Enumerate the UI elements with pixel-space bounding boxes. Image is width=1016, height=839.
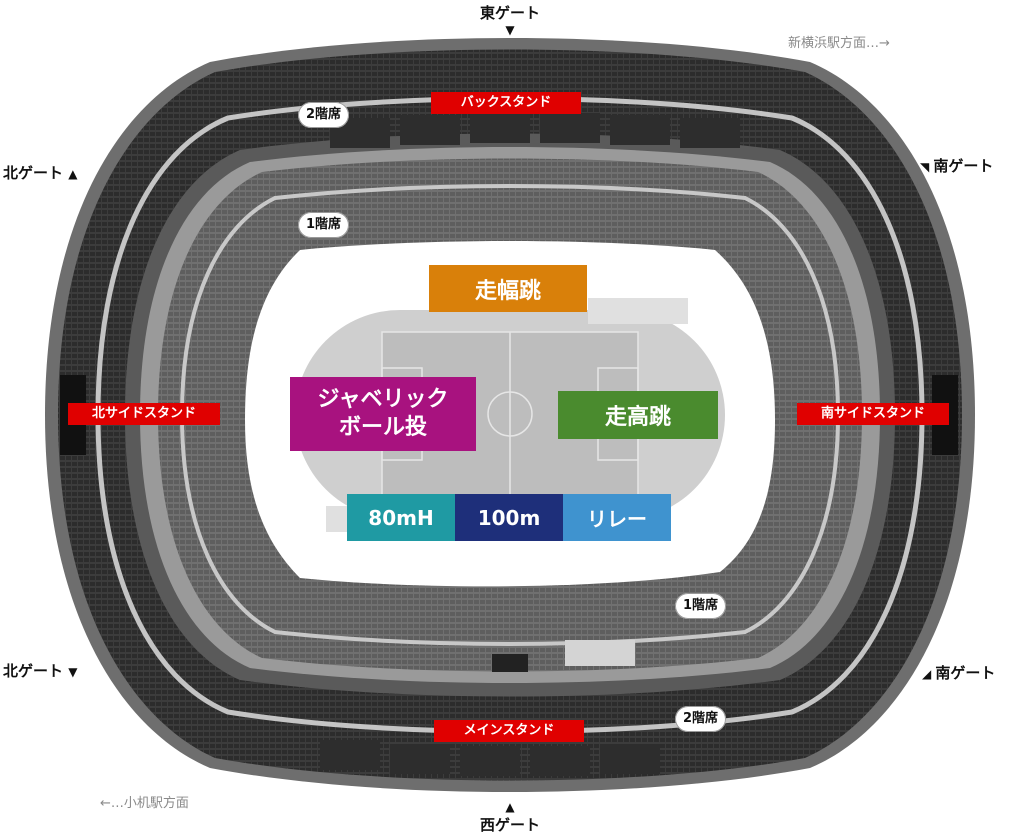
north-gate-bottom-label: 北ゲート — [3, 662, 64, 680]
west-gate: ▲ 西ゲート — [474, 800, 546, 835]
down-arrow-icon: ▼ — [505, 23, 515, 37]
tier-label-1f-top: 1階席 — [298, 212, 350, 238]
event-hurdles-label: 80mH — [368, 505, 434, 530]
north-gate-top-label: 北ゲート — [3, 164, 64, 182]
down-arrow-icon: ◢ — [922, 667, 936, 681]
main-stand-label: メインスタンド — [434, 720, 584, 742]
lower-aisle — [179, 184, 841, 646]
event-javelin: ジャベリック ボール投 — [290, 377, 476, 451]
direction-shinyokohama: 新横浜駅方面…→ — [788, 36, 890, 51]
north-gate-top: 北ゲート ▲ — [3, 162, 77, 183]
seat-blocks-top — [330, 113, 740, 148]
down-arrow-icon: ▼ — [68, 665, 78, 679]
south-gate-bottom-label: 南ゲート — [935, 664, 996, 682]
north-side-stand-label: 北サイドスタンド — [68, 403, 220, 425]
event-javelin-label-line1: ジャベリック — [317, 387, 449, 412]
direction-kozukue: ←…小机駅方面 — [100, 796, 189, 811]
event-long-jump: 走幅跳 — [429, 265, 587, 312]
tier-label-1f-bottom: 1階席 — [675, 593, 727, 619]
up-arrow-icon: ◥ — [920, 160, 934, 174]
west-gate-label: 西ゲート — [479, 816, 540, 834]
event-relay-label: リレー — [587, 507, 647, 531]
south-gate-top-label: 南ゲート — [933, 157, 994, 175]
event-sprint: 100m — [455, 494, 563, 541]
tier-label-2f-bottom: 2階席 — [675, 706, 727, 732]
seat-blocks-bottom — [320, 740, 660, 776]
south-gate-top: ◥ 南ゲート — [920, 155, 993, 176]
east-gate-label: 東ゲート — [479, 4, 540, 22]
event-relay: リレー — [563, 494, 671, 541]
up-arrow-icon: ▲ — [68, 167, 78, 181]
south-gate-bottom: ◢ 南ゲート — [922, 662, 995, 683]
up-arrow-icon: ▲ — [505, 800, 515, 814]
event-high-jump-label: 走高跳 — [604, 405, 671, 430]
vip-box — [492, 654, 528, 672]
event-long-jump-label: 走幅跳 — [474, 278, 541, 304]
east-gate: 東ゲート ▼ — [474, 2, 546, 37]
event-javelin-label-line2: ボール投 — [338, 415, 427, 440]
event-high-jump: 走高跳 — [558, 391, 718, 439]
south-side-stand-label: 南サイドスタンド — [797, 403, 949, 425]
event-hurdles: 80mH — [347, 494, 455, 541]
north-gate-bottom: 北ゲート ▼ — [3, 660, 77, 681]
event-sprint-label: 100m — [477, 505, 541, 530]
tier-label-2f-top: 2階席 — [298, 102, 350, 128]
back-stand-label: バックスタンド — [431, 92, 581, 114]
